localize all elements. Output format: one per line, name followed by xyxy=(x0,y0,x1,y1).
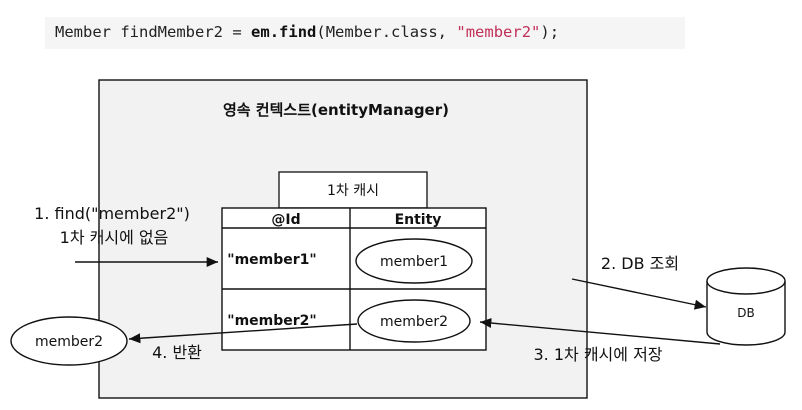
code-snippet: Member findMember2 = em.find(Member.clas… xyxy=(55,23,559,41)
code-method-call: em.find xyxy=(251,23,317,41)
code-open-paren: ( xyxy=(316,23,326,41)
step1-text-line2: 1차 캐시에 없음 xyxy=(60,228,169,247)
code-variable: findMember2 xyxy=(120,23,223,41)
row1-entity-ellipse xyxy=(355,238,473,284)
step2-arrow xyxy=(571,278,707,310)
step3-arrow xyxy=(479,318,721,345)
code-equals: = xyxy=(232,23,242,41)
returned-entity-label: member2 xyxy=(35,334,103,350)
row1-entity: member1 xyxy=(380,254,448,270)
code-type: Member xyxy=(55,23,111,41)
persistence-context-title: 영속 컨텍스트(entityManager) xyxy=(223,101,449,119)
returned-entity-ellipse xyxy=(10,316,128,366)
db-cylinder xyxy=(706,267,786,346)
row2-entity: member2 xyxy=(380,314,448,330)
code-snippet-background xyxy=(45,17,685,49)
row2-id: "member2" xyxy=(227,313,316,329)
code-close: ); xyxy=(540,23,560,41)
table-header-entity: Entity xyxy=(395,212,442,228)
code-class-arg: Member.class, xyxy=(325,23,448,41)
row2-entity-ellipse xyxy=(357,299,471,343)
first-level-cache-label: 1차 캐시 xyxy=(327,183,379,199)
table-header-id: @Id xyxy=(271,212,300,228)
step4-text: 4. 반환 xyxy=(152,343,202,362)
row1-id: "member1" xyxy=(227,252,316,268)
db-label: DB xyxy=(737,306,754,320)
step2-text: 2. DB 조회 xyxy=(601,254,679,273)
code-string-arg: "member2" xyxy=(456,23,541,41)
step4-arrow xyxy=(128,323,358,344)
step3-text: 3. 1차 캐시에 저장 xyxy=(533,345,662,364)
step1-text-line1: 1. find("member2") xyxy=(34,204,190,223)
first-level-cache-tab xyxy=(278,171,428,209)
